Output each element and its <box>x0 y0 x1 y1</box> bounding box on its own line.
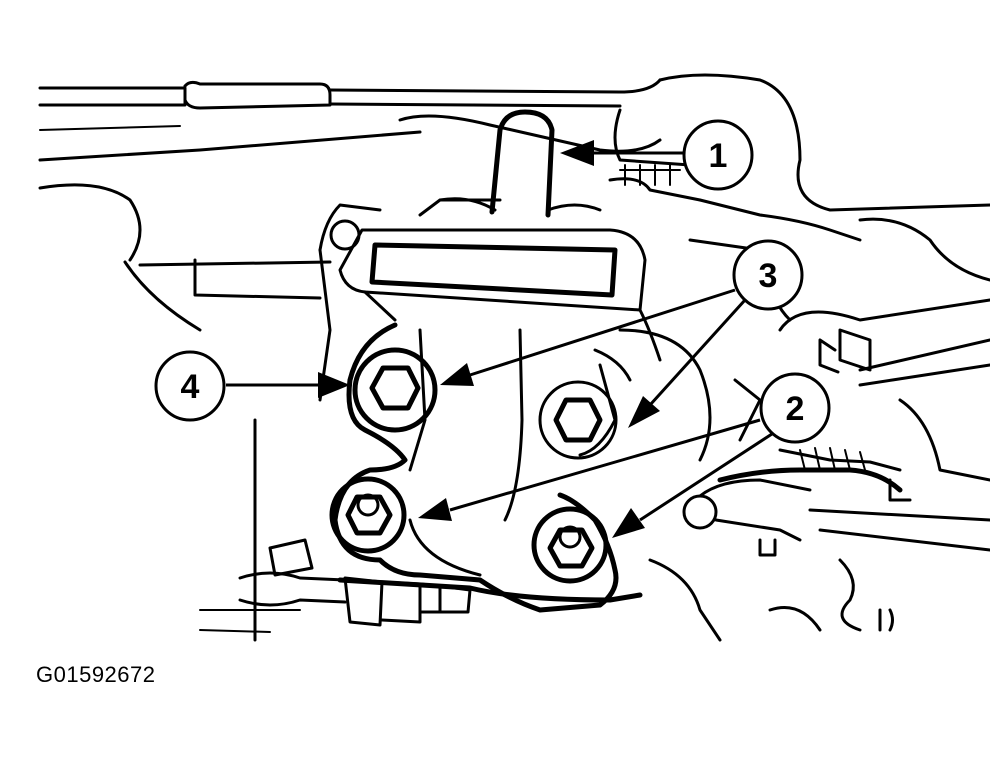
right-side-cable <box>648 328 990 642</box>
mounting-bracket <box>332 322 632 613</box>
shifter-housing <box>318 198 662 402</box>
shift-cable <box>199 418 643 642</box>
upper-right-bolt <box>538 380 618 460</box>
lower-left-stud-nut <box>329 476 407 554</box>
callout-3: 3 <box>732 239 804 311</box>
lower-right-stud-nut <box>531 506 609 584</box>
callout-2-label: 2 <box>786 390 805 428</box>
callout-leaders <box>226 140 776 538</box>
callout-2: 2 <box>759 372 831 444</box>
callout-4: 4 <box>154 350 226 422</box>
callout-3-label: 3 <box>759 257 778 295</box>
upper-left-bolt <box>352 347 438 433</box>
figure-id-label: G01592672 <box>36 662 156 687</box>
callout-1: 1 <box>682 119 754 191</box>
callout-4-label: 4 <box>181 368 200 406</box>
callout-1-label: 1 <box>709 137 728 175</box>
